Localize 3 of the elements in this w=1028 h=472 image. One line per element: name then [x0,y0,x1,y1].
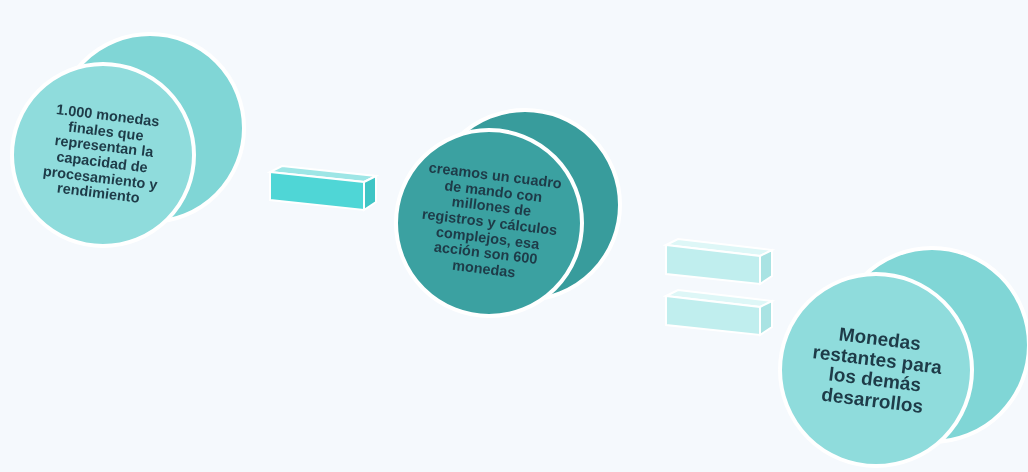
coin-text: Monedas restantes para los demás desarrollos [810,322,945,419]
coin-text: creamos un cuadro de mando con millones de registros y cálculos complejos, esa acción son 600 monedas [419,159,564,283]
coin-text: 1.000 monedas finales que representan la capacidad de procesamiento y rendimiento [41,100,162,208]
